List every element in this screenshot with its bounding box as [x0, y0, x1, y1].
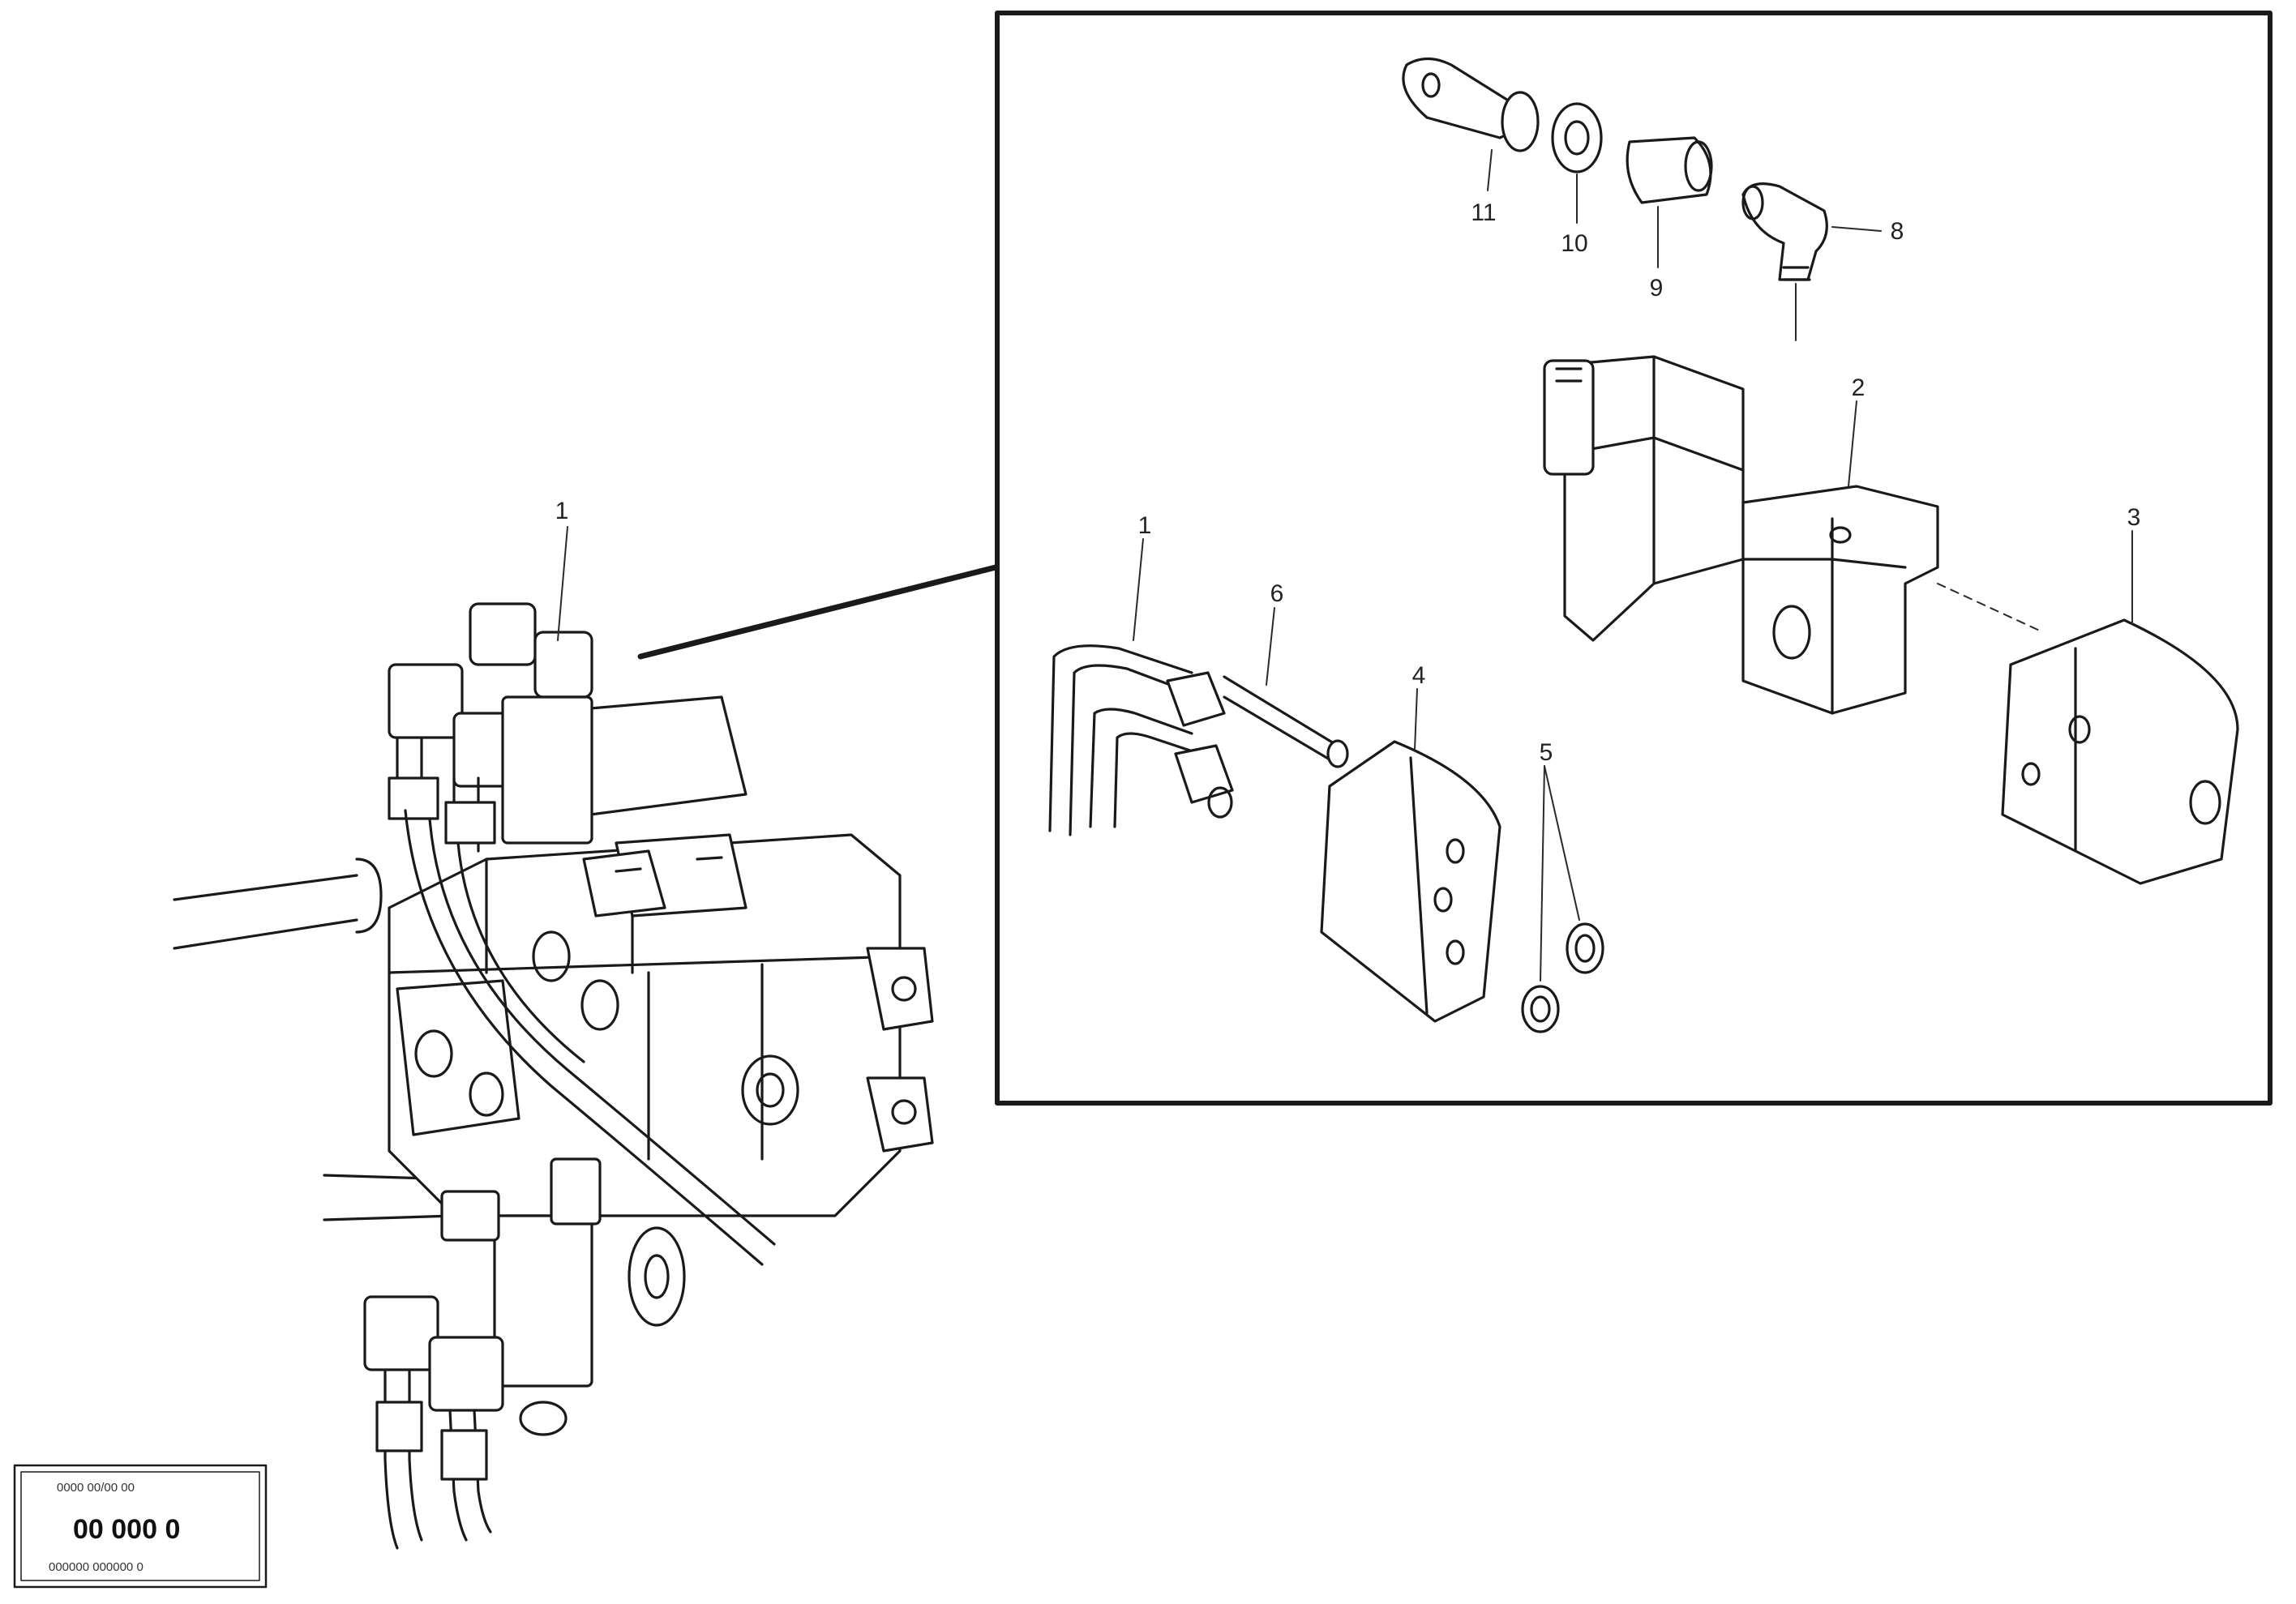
valve-assembly: [173, 602, 934, 1550]
callout-1-assembly: 1: [555, 498, 569, 524]
callout-8: 8: [1891, 218, 1904, 245]
detail-leader-line: [637, 564, 999, 660]
callout-3: 3: [2127, 504, 2141, 531]
part-1-pipes: [1048, 644, 1234, 836]
reference-stamp: 0000 00/00 00 00 000 0 000000 000000 0: [13, 1464, 268, 1589]
callout-6: 6: [1270, 580, 1284, 607]
stamp-bottom-line: 000000 000000 0: [49, 1560, 144, 1574]
callout-2: 2: [1852, 374, 1866, 401]
callout-5: 5: [1540, 739, 1553, 766]
part-11-fitting: [1402, 57, 1540, 152]
stamp-top-line: 0000 00/00 00: [57, 1481, 135, 1495]
callout-10: 10: [1561, 230, 1587, 257]
callout-9: 9: [1650, 275, 1664, 302]
part-9-sleeve: [1626, 136, 1713, 204]
callout-4: 4: [1412, 662, 1426, 689]
part-5-o-rings: [1521, 922, 1604, 1033]
detail-frame: [995, 11, 2272, 1106]
stamp-code: 00 000 0: [73, 1514, 180, 1545]
callout-1-detail: 1: [1138, 512, 1152, 539]
part-8-elbow: [1741, 182, 1828, 281]
part-6-tube: [1223, 675, 1349, 768]
part-10-washer: [1551, 102, 1603, 173]
callout-11: 11: [1471, 199, 1496, 226]
part-3-cover-plate: [2001, 618, 2239, 885]
part-2-solenoid-valve: [1543, 355, 1939, 715]
part-4-cover-plate: [1320, 740, 1501, 1023]
callout-leader-1a: [557, 526, 568, 641]
